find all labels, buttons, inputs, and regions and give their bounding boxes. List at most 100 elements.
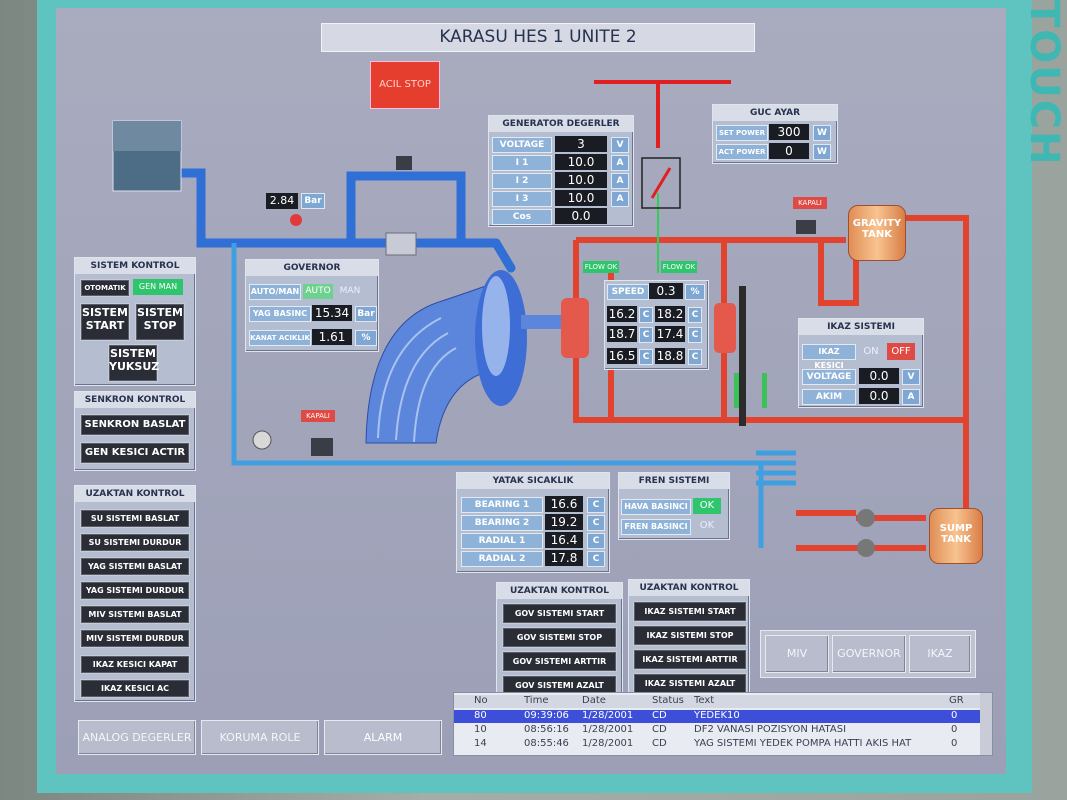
alarm-date: 1/28/2001 <box>582 738 634 749</box>
alarm-status: CD <box>652 724 667 735</box>
screen-nav-group: MIV GOVERNOR IKAZ <box>760 630 976 678</box>
alarm-table: No Time Date Status Text GR 80 09:39:06 … <box>453 692 993 756</box>
nav-miv-button[interactable]: MIV <box>765 635 829 673</box>
generator-row-value: 0.0 <box>555 208 607 224</box>
auto-man-label: AUTO/MAN <box>249 284 301 300</box>
sump-tank[interactable]: SUMP TANK <box>929 508 983 564</box>
alarm-text: YAG SISTEMI YEDEK POMPA HATTI AKIS HAT <box>694 738 912 749</box>
remote-exciter-button[interactable]: IKAZ SISTEMI ARTTIR <box>633 649 747 670</box>
alarm-text: YEDEK10 <box>694 710 740 721</box>
gravity-tank[interactable]: GRAVITY TANK <box>848 205 906 261</box>
speed-panel: SPEED 0.3 % 16.2 C 18.2 C 18.7 C 17.4 C … <box>604 280 709 370</box>
blade-opening-unit: % <box>355 330 377 346</box>
gen-breaker-open-button[interactable]: GEN KESICI ACTIR <box>80 442 190 464</box>
system-start-button[interactable]: SISTEM START <box>80 303 130 341</box>
bearing-value: 19.2 <box>545 514 583 530</box>
auto-indicator[interactable]: AUTO <box>303 284 333 299</box>
remote-button[interactable]: YAG SISTEMI BASLAT <box>80 557 190 576</box>
brake-system-panel: FREN SISTEMI HAVA BASINCI OK FREN BASINC… <box>618 472 730 540</box>
bearing-label: RADIAL 1 <box>461 533 543 549</box>
remote-governor-button[interactable]: GOV SISTEMI START <box>502 603 617 624</box>
generator-row-value: 10.0 <box>555 172 607 188</box>
temp-unit: C <box>639 349 653 365</box>
temp-value: 18.8 <box>655 348 685 364</box>
remote-button[interactable]: IKAZ KESICI KAPAT <box>80 655 190 674</box>
set-power-value[interactable]: 300 <box>769 124 809 140</box>
remote-button[interactable]: SU SISTEMI DURDUR <box>80 533 190 552</box>
alarm-group: 0 <box>951 710 958 721</box>
nav-ikaz-button[interactable]: IKAZ <box>909 635 971 673</box>
generator-row-unit: V <box>611 137 629 153</box>
alarm-button[interactable]: ALARM <box>324 720 442 755</box>
remote-exciter-button[interactable]: IKAZ SISTEMI STOP <box>633 625 747 646</box>
remote-governor-button[interactable]: GOV SISTEMI ARTTIR <box>502 651 617 672</box>
automatic-button[interactable]: OTOMATIK <box>80 279 130 297</box>
act-power-unit: W <box>813 144 831 160</box>
flow-ok-indicator: FLOW OK <box>661 261 697 273</box>
exciter-on-indicator[interactable]: ON <box>863 346 879 357</box>
alarm-group: 0 <box>951 724 958 735</box>
panel-title: FREN SISTEMI <box>619 473 729 489</box>
temp-value: 18.7 <box>607 326 637 342</box>
closed-indicator: KAPALI <box>793 197 827 209</box>
air-pressure-status: OK <box>693 498 721 514</box>
panel-title: SISTEM KONTROL <box>75 258 195 274</box>
bearing-value: 16.4 <box>545 532 583 548</box>
blade-opening-value: 1.61 <box>312 329 352 345</box>
bearing-label: BEARING 2 <box>461 515 543 531</box>
remote-governor-button[interactable]: GOV SISTEMI STOP <box>502 627 617 648</box>
set-power-label: SET POWER <box>716 125 768 141</box>
remote-control-panel: UZAKTAN KONTROL SU SISTEMI BASLAT SU SIS… <box>74 485 196 702</box>
bearing-unit: C <box>587 551 605 567</box>
remote-button[interactable]: MIV SISTEMI BASLAT <box>80 605 190 624</box>
excitation-panel: IKAZ SISTEMI IKAZ KESICI ON OFF VOLTAGE … <box>798 318 924 408</box>
remote-button[interactable]: MIV SISTEMI DURDUR <box>80 629 190 648</box>
bearing-unit: C <box>587 533 605 549</box>
panel-title: UZAKTAN KONTROL <box>497 583 622 599</box>
panel-title: GOVERNOR <box>246 260 378 276</box>
system-idle-button[interactable]: SISTEM YUKSUZ <box>108 344 159 382</box>
alarm-row[interactable]: 80 09:39:06 1/28/2001 CD YEDEK10 0 <box>454 710 992 723</box>
remote-button[interactable]: YAG SISTEMI DURDUR <box>80 581 190 600</box>
generator-row-unit: A <box>611 155 629 171</box>
set-power-unit: W <box>813 125 831 141</box>
man-indicator[interactable]: MAN <box>339 286 361 296</box>
act-power-value: 0 <box>769 143 809 159</box>
plant-schematic <box>112 80 969 557</box>
bearing-label: RADIAL 2 <box>461 551 543 567</box>
generator-values-panel: GENERATOR DEGERLER VOLTAGE 3 V I 1 10.0 … <box>488 115 634 227</box>
alarm-row[interactable]: 14 08:55:46 1/28/2001 CD YAG SISTEMI YED… <box>454 738 992 751</box>
alarm-row[interactable]: 10 08:56:16 1/28/2001 CD DF2 VANASI POZI… <box>454 724 992 737</box>
alarm-no: 80 <box>474 710 487 721</box>
generator-row-value: 3 <box>555 136 607 152</box>
generator-row-value: 10.0 <box>555 154 607 170</box>
remote-button[interactable]: SU SISTEMI BASLAT <box>80 509 190 528</box>
sync-start-button[interactable]: SENKRON BASLAT <box>80 414 190 436</box>
generator-row-unit: A <box>611 191 629 207</box>
gen-man-indicator[interactable]: GEN MAN <box>133 279 183 295</box>
generator-row-label: I 3 <box>492 191 552 207</box>
governor-panel: GOVERNOR AUTO/MAN AUTO MAN YAG BASINC 15… <box>245 259 379 352</box>
exciter-off-indicator[interactable]: OFF <box>887 343 915 360</box>
remote-exciter-button[interactable]: IKAZ SISTEMI START <box>633 601 747 622</box>
pressure-unit: Bar <box>301 193 325 209</box>
act-power-label: ACT POWER <box>716 144 768 160</box>
nav-governor-button[interactable]: GOVERNOR <box>832 635 906 673</box>
generator-row-label: Cos <box>492 209 552 225</box>
hmi-screen: KARASU HES 1 UNITE 2 ACIL STOP 2.84 Bar … <box>56 8 1006 774</box>
emergency-stop-button[interactable]: ACIL STOP <box>370 61 440 109</box>
analog-values-button[interactable]: ANALOG DEGERLER <box>78 720 196 755</box>
column-header: Text <box>694 695 715 706</box>
generator-row-value: 10.0 <box>555 190 607 206</box>
remote-button[interactable]: IKAZ KESICI AC <box>80 679 190 698</box>
alarm-scrollbar[interactable] <box>980 693 992 755</box>
bearing-label: BEARING 1 <box>461 497 543 513</box>
bearing-unit: C <box>587 515 605 531</box>
temp-unit: C <box>639 307 653 323</box>
alarm-no: 10 <box>474 724 487 735</box>
oil-pressure-label: YAG BASINC <box>249 306 311 322</box>
protection-relay-button[interactable]: KORUMA ROLE <box>201 720 319 755</box>
oil-pressure-value: 15.34 <box>312 305 352 321</box>
remote-exciter-button[interactable]: IKAZ SISTEMI AZALT <box>633 673 747 694</box>
system-stop-button[interactable]: SISTEM STOP <box>135 303 185 341</box>
